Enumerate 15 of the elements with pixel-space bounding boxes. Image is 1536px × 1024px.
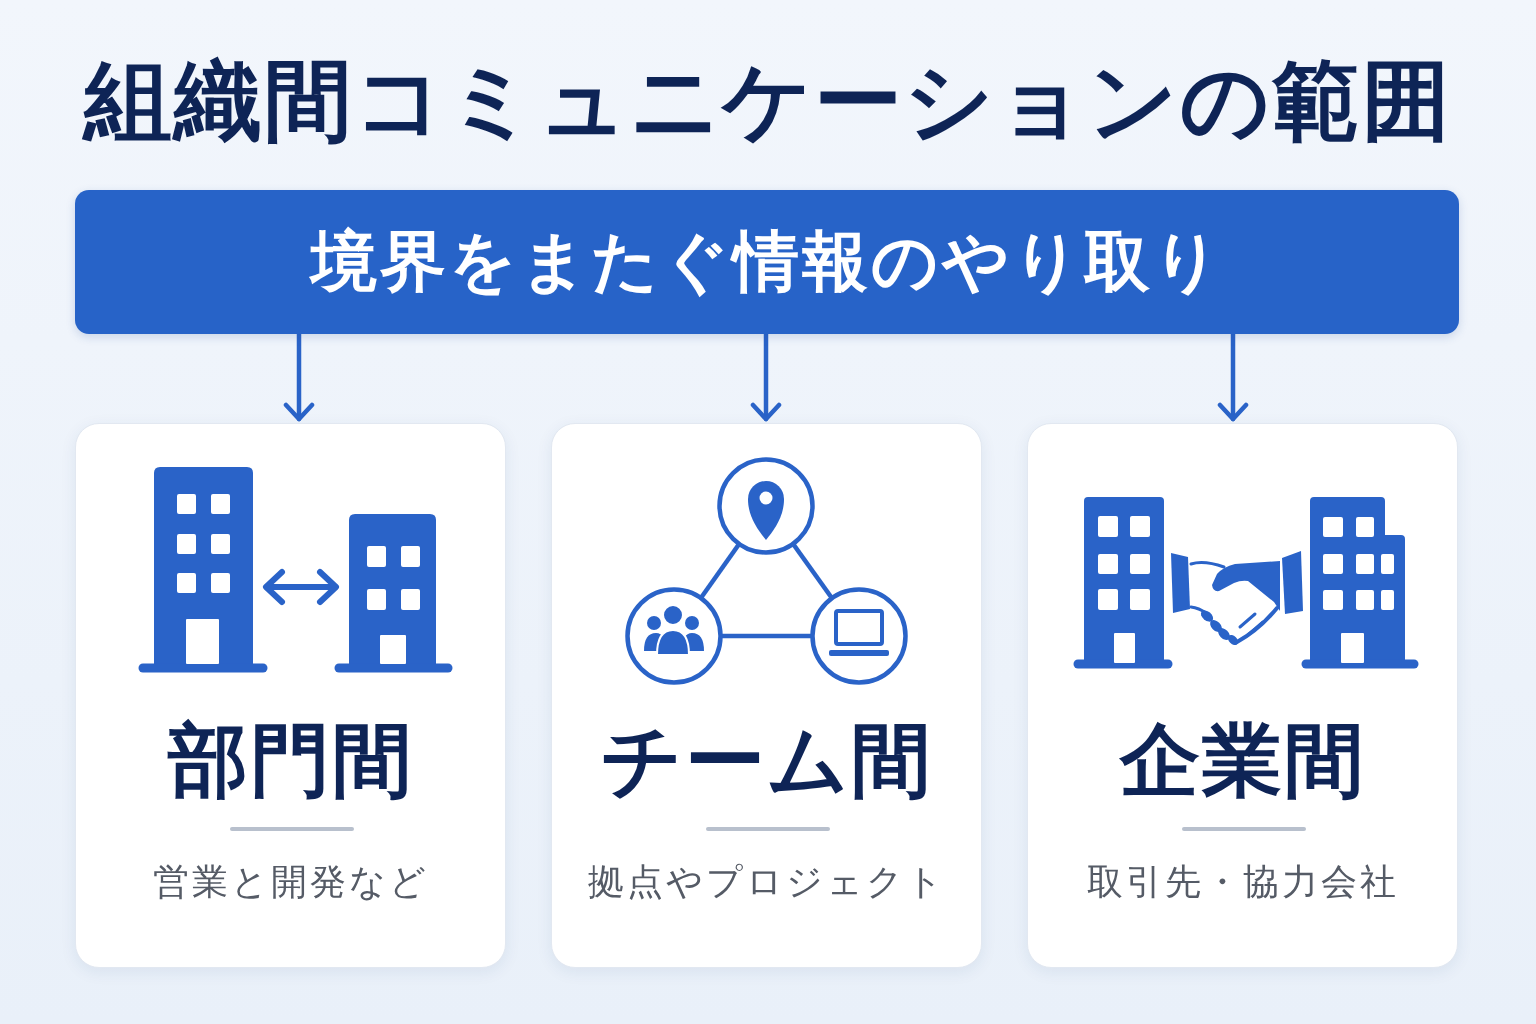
arrow [750, 331, 782, 422]
arrow [283, 331, 315, 422]
card-description: 拠点やプロジェクト [586, 860, 947, 904]
arrow [1217, 331, 1249, 422]
card-description: 営業と開発など [151, 860, 430, 904]
card [1027, 423, 1458, 968]
title: 組織間コミュニケーションの範囲 [81, 48, 1453, 154]
card-heading: 部門間 [166, 713, 415, 809]
card [551, 423, 982, 968]
card-description: 取引先・協力会社 [1085, 860, 1400, 904]
banner [75, 190, 1459, 334]
card-heading: 企業間 [1118, 713, 1367, 809]
banner-heading: 境界をまたぐ情報のやり取り [310, 222, 1224, 302]
card [75, 423, 506, 968]
card-heading: チーム間 [599, 713, 934, 809]
